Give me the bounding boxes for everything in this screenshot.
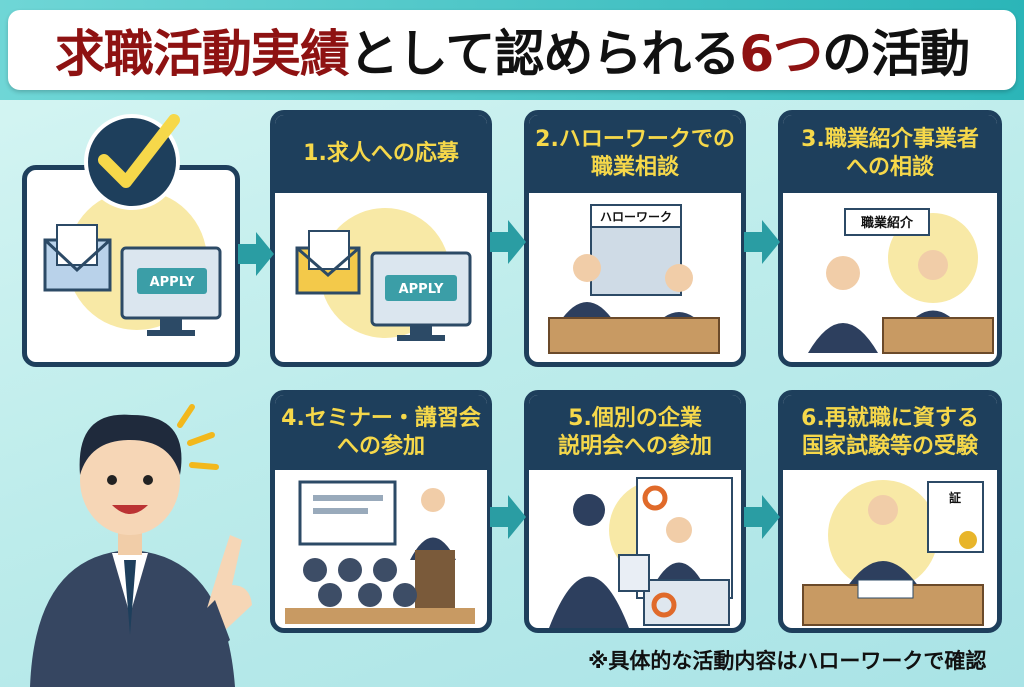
footnote: ※具体的な活動内容はハローワークで確認 — [588, 649, 987, 673]
envelope-icon — [43, 224, 112, 292]
application-illustration: APPLY — [295, 208, 472, 341]
monitor-icon: APPLY — [120, 246, 222, 336]
card-title-line: 4.セミナー・講習会 — [281, 405, 481, 431]
apply-illustration: APPLY — [43, 190, 222, 336]
card-title: 3.職業紹介事業者への相談 — [783, 115, 997, 193]
exam-illustration: 証 — [802, 480, 984, 626]
card-title-line: 6.再就職に資する — [801, 405, 979, 431]
card-title: 6.再就職に資する国家試験等の受験 — [783, 395, 997, 470]
activity-card-2: 2.ハローワークでの職業相談 ハローワーク — [524, 110, 746, 367]
card-title: 1.求人への応募 — [275, 115, 487, 193]
svg-text:職業紹介: 職業紹介 — [861, 215, 914, 231]
svg-text:ハローワーク: ハローワーク — [600, 210, 672, 224]
arrow-right-icon — [238, 232, 274, 276]
pointing-businessman-illustration — [30, 404, 252, 687]
title-part-1: 求職活動実績 — [54, 25, 350, 83]
card-title-line: 1.求人への応募 — [303, 141, 459, 166]
card-title-line: への相談 — [845, 155, 934, 180]
card-title-line: 国家試験等の受験 — [801, 433, 978, 459]
checkmark-badge-icon — [84, 114, 180, 210]
company-briefing-illustration — [549, 477, 733, 628]
emphasis-lines-icon — [177, 404, 219, 470]
arrow-right-icon — [490, 220, 526, 264]
card-title-line: 説明会への参加 — [557, 433, 712, 459]
svg-text:APPLY: APPLY — [399, 282, 444, 297]
title-part-3: 6つ — [739, 25, 823, 83]
card-title: 5.個別の企業説明会への参加 — [529, 395, 741, 470]
activity-card-5: 5.個別の企業説明会への参加 — [524, 390, 746, 633]
card-title-line: 職業相談 — [590, 155, 679, 180]
monitor-icon: APPLY — [370, 251, 472, 341]
activity-card-1: 1.求人への応募 APPLY — [270, 110, 492, 367]
svg-text:証: 証 — [949, 490, 961, 505]
activity-card-6: 6.再就職に資する国家試験等の受験 証 — [778, 390, 1002, 633]
card-title-line: 5.個別の企業 — [568, 405, 702, 431]
card-title-line: 2.ハローワークでの — [535, 127, 735, 152]
card-title: 4.セミナー・講習会への参加 — [275, 395, 487, 470]
envelope-icon — [295, 230, 361, 295]
activity-card-4: 4.セミナー・講習会への参加 — [270, 390, 492, 633]
card-title: 2.ハローワークでの職業相談 — [529, 115, 741, 193]
card-title-line: 3.職業紹介事業者 — [801, 127, 979, 152]
arrow-right-icon — [744, 495, 780, 539]
title-part-2: として認められる — [348, 25, 740, 83]
activity-card-3: 3.職業紹介事業者への相談 職業紹介 — [778, 110, 1002, 367]
hellowork-consultation-illustration: ハローワーク — [548, 204, 720, 354]
seminar-illustration — [285, 480, 475, 624]
arrow-right-icon — [490, 495, 526, 539]
arrow-right-icon — [744, 220, 780, 264]
agency-consultation-illustration: 職業紹介 — [808, 208, 994, 354]
svg-text:APPLY: APPLY — [150, 275, 195, 290]
card-title-line: への参加 — [336, 433, 425, 459]
title-part-4: の活動 — [822, 25, 970, 83]
